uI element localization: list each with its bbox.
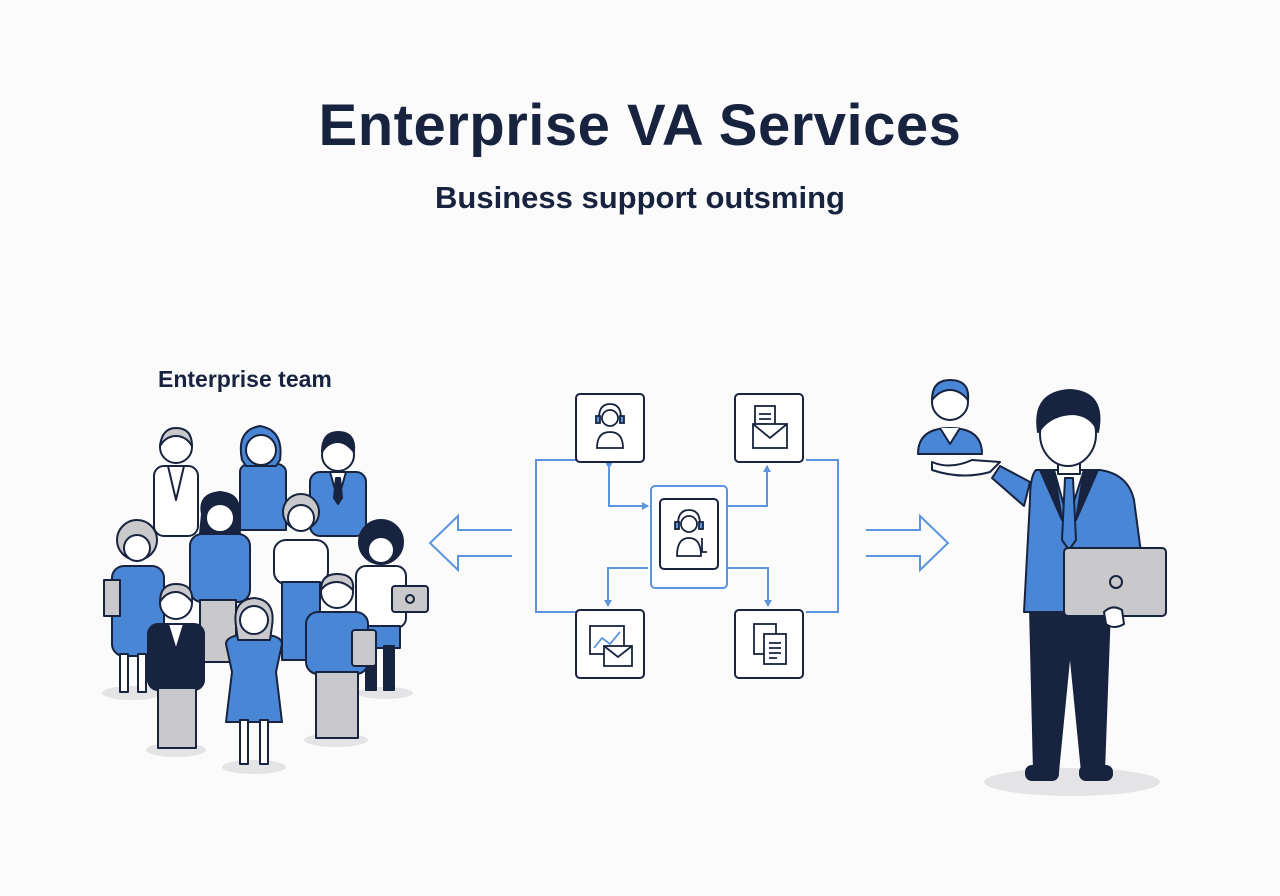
- va-network-diagram: [535, 459, 839, 613]
- team-member-2: [239, 425, 287, 531]
- headset-agent-icon: [674, 509, 707, 557]
- node-top-right: [734, 393, 804, 463]
- team-member-1: [153, 427, 199, 537]
- team-member-3: [309, 431, 367, 537]
- laptop-icon: [1063, 547, 1167, 617]
- team-member-9: [225, 597, 283, 765]
- node-bottom-left: [575, 609, 645, 679]
- document-mail-icon: [752, 405, 788, 449]
- documents-icon: [753, 623, 787, 665]
- team-member-5: [273, 493, 329, 661]
- enterprise-team-label: Enterprise team: [158, 366, 332, 392]
- center-va-node: [650, 485, 728, 589]
- team-member-6: [355, 519, 429, 691]
- page-subtitle: Business support outsming: [435, 180, 845, 215]
- virtual-assistant-figure: [917, 379, 1167, 796]
- headset-agent-icon: [595, 403, 625, 449]
- arrow-right-icon: [866, 513, 950, 573]
- team-member-10: [305, 573, 377, 739]
- team-member-8: [147, 583, 205, 749]
- page-title: Enterprise VA Services: [318, 93, 962, 158]
- enterprise-team-group: [102, 425, 429, 774]
- node-top-left: [575, 393, 645, 463]
- node-bottom-right: [734, 609, 804, 679]
- arrow-left-icon: [428, 513, 512, 573]
- chart-mail-icon: [589, 625, 633, 667]
- client-avatar: [917, 379, 1001, 477]
